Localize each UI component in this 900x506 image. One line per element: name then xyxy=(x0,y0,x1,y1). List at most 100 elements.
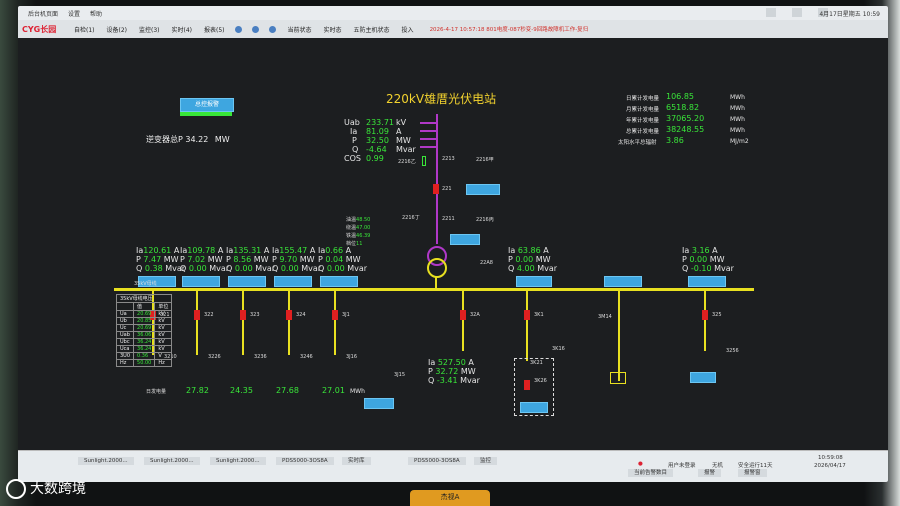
alarm-task[interactable]: 报警 xyxy=(698,469,722,477)
feeder-meas: Q 0.00 Mvar xyxy=(318,264,368,273)
hv-line xyxy=(436,114,438,244)
energy-unit: MJ/m2 xyxy=(730,138,749,145)
trafo-temp: 绕温47.00 xyxy=(346,225,371,231)
interlock-status-button[interactable]: 五防主机状态 xyxy=(353,26,390,34)
tray-uptime: 安全运行11天 xyxy=(738,463,773,469)
pt-line xyxy=(618,291,620,381)
pt-box[interactable] xyxy=(604,276,642,287)
table-cell: 3U0 xyxy=(115,352,135,360)
current-state-button[interactable]: 当前状态 xyxy=(287,26,312,34)
table-cell: Ubc xyxy=(115,338,135,346)
taskbar-app[interactable]: Sunlight.2000... xyxy=(78,457,134,465)
feeder-box[interactable] xyxy=(182,276,220,287)
svg-feeder-box[interactable] xyxy=(516,276,552,287)
right-feeder-box[interactable] xyxy=(688,276,726,287)
tray-time: 10:59:08 xyxy=(818,455,843,461)
alarm-count-task[interactable]: 当前告警数目 xyxy=(628,469,674,477)
table-cell: kV xyxy=(154,310,173,318)
feeder-box[interactable] xyxy=(274,276,312,287)
3j-status-box[interactable] xyxy=(364,398,394,409)
toolbar-item[interactable]: 实时(4) xyxy=(171,26,193,34)
svg-status-box[interactable] xyxy=(520,402,548,413)
breaker-label: 322 xyxy=(204,312,214,318)
meas-value: 233.71 xyxy=(366,118,394,127)
taskbar-app[interactable]: Sunlight.2000... xyxy=(144,457,200,465)
taskbar-app[interactable]: PDS5000-3OS8A xyxy=(408,457,466,465)
feeder-breaker[interactable] xyxy=(332,310,338,320)
toolbar-item[interactable]: 设备(2) xyxy=(106,26,128,34)
toolbar-item[interactable]: 报表(5) xyxy=(204,26,225,34)
switch-label: 3J15 xyxy=(394,372,406,378)
alarm-window-task[interactable]: 报警窗 xyxy=(738,469,767,477)
feeder-breaker[interactable] xyxy=(194,310,200,320)
breaker-3K26[interactable] xyxy=(524,380,530,390)
feeder-line xyxy=(242,291,244,355)
speaker-icon[interactable]: ● xyxy=(638,461,643,467)
tray-status[interactable]: 无机 xyxy=(712,463,724,469)
breaker-3K1[interactable] xyxy=(524,310,530,320)
alarm-box[interactable]: 总控报警 xyxy=(180,98,234,112)
menu-item[interactable]: 设置 xyxy=(68,10,81,18)
daily-unit: MWh xyxy=(350,388,365,395)
table-cell: Uc xyxy=(115,324,135,332)
pt-symbol[interactable] xyxy=(610,372,626,384)
meas-label: Q xyxy=(352,145,359,154)
breaker-221-box[interactable] xyxy=(466,184,500,195)
close-button[interactable] xyxy=(818,8,828,17)
trafo-temp: 油温48.50 xyxy=(346,217,371,223)
refresh-icon[interactable] xyxy=(234,25,242,33)
transformer-lv-winding[interactable] xyxy=(427,258,447,278)
menu-item[interactable]: 帮助 xyxy=(90,10,103,18)
breaker-label: 325 xyxy=(712,312,722,318)
right-status-box[interactable] xyxy=(690,372,716,383)
taskbar-app[interactable]: Sunlight.2000... xyxy=(210,457,266,465)
meas-value: 81.09 xyxy=(366,127,389,136)
breaker-label: 323 xyxy=(250,312,260,318)
feeder-box[interactable] xyxy=(320,276,358,287)
taskbar-app[interactable]: 实时库 xyxy=(342,457,371,465)
feeder-box[interactable] xyxy=(138,276,176,287)
realtime-button[interactable]: 实时态 xyxy=(323,26,342,34)
meas-value: 32.50 xyxy=(366,136,389,145)
print-icon[interactable] xyxy=(268,25,276,33)
breaker-221[interactable] xyxy=(433,184,439,194)
breaker-label: 32A xyxy=(470,312,480,318)
feeder-meas: Ia109.78 A xyxy=(180,246,224,255)
toolbar: CYG长园 自检(1) 设备(2) 监控(3) 实时(4) 报表(5) 当前状态… xyxy=(18,20,888,39)
feeder-meas: Q 0.00 Mvar xyxy=(180,264,230,273)
menu-item[interactable]: 后台机页面 xyxy=(28,10,59,18)
feeder-breaker[interactable] xyxy=(286,310,292,320)
feeder-box[interactable] xyxy=(228,276,266,287)
transformer-box[interactable] xyxy=(450,234,480,245)
toolbar-item[interactable]: 监控(3) xyxy=(139,26,160,34)
table-cell: 36.24 xyxy=(133,345,156,353)
taskbar-app[interactable]: PDS5000-3OS8A xyxy=(276,457,334,465)
table-cell: kV xyxy=(154,331,173,339)
breaker-325[interactable] xyxy=(702,310,708,320)
tray-user[interactable]: 用户未登录 xyxy=(668,463,696,469)
breaker-32A[interactable] xyxy=(460,310,466,320)
daily-value: 24.35 xyxy=(230,386,253,395)
single-line-diagram: 220kV雄厝光伏电站 总控报警 逆变器总P 34.22 MW Uab 233.… xyxy=(18,38,888,450)
table-cell: 50.00 xyxy=(133,359,156,367)
energy-unit: MWh xyxy=(730,94,745,101)
monitor-stand-label: 杰视A xyxy=(410,490,490,506)
taskbar-app[interactable]: 监控 xyxy=(474,457,498,465)
scada-screen: 后台机页面 设置 帮助 4月17日星期五 10:59 CYG长园 自检(1) 设… xyxy=(18,6,888,482)
toolbar-item[interactable]: 自检(1) xyxy=(74,26,95,34)
meas-unit: A xyxy=(396,127,402,136)
incomer-feeder xyxy=(462,291,464,351)
table-cell: 36.06 xyxy=(133,331,156,339)
minimize-button[interactable] xyxy=(766,8,776,17)
feeder-breaker[interactable] xyxy=(240,310,246,320)
feeder-meas: Q 0.00 Mvar xyxy=(226,264,276,273)
enable-button[interactable]: 投入 xyxy=(401,26,414,34)
alarm-icon[interactable] xyxy=(251,25,259,33)
disconnector-switch[interactable] xyxy=(422,156,426,166)
maximize-button[interactable] xyxy=(792,8,802,17)
energy-unit: MWh xyxy=(730,105,745,112)
svg-cabinet[interactable] xyxy=(514,358,554,416)
hv-tap xyxy=(420,146,438,148)
energy-value: 38248.55 xyxy=(666,125,705,134)
